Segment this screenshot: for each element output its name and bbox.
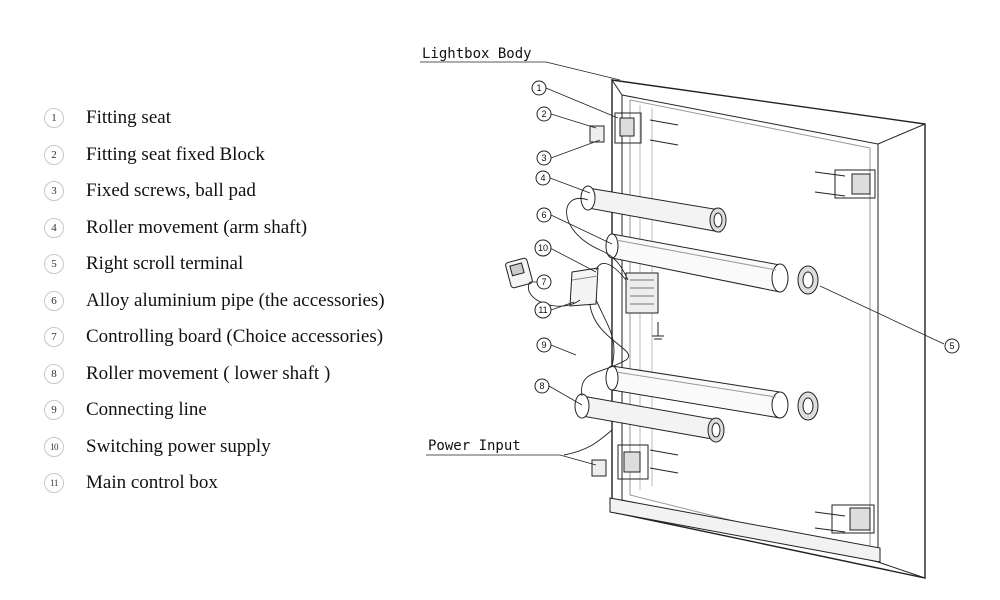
lightbox-body-label: Lightbox Body — [422, 46, 532, 62]
legend-label: Fixed screws, ball pad — [86, 180, 256, 202]
callouts — [531, 80, 960, 394]
legend-item: 10 Switching power supply — [44, 429, 385, 466]
legend-item: 1 Fitting seat — [44, 100, 385, 137]
control-components — [505, 257, 599, 307]
legend-label: Controlling board (Choice accessories) — [86, 326, 384, 348]
legend-item: 7 Controlling board (Choice accessories) — [44, 319, 385, 356]
legend-label: Alloy aluminium pipe (the accessories) — [86, 289, 385, 311]
legend-item: 3 Fixed screws, ball pad — [44, 173, 385, 210]
legend-item: 11 Main control box — [44, 465, 385, 502]
leader-lines — [420, 61, 945, 466]
legend-label: Switching power supply — [86, 435, 271, 457]
legend-number: 1 — [44, 108, 64, 129]
callout-5: 5 — [949, 341, 954, 351]
callout-10: 10 — [538, 243, 548, 253]
legend-label: Fitting seat — [86, 107, 171, 129]
legend-item: 6 Alloy aluminium pipe (the accessories) — [44, 283, 385, 320]
callout-6: 6 — [541, 210, 546, 220]
legend-label: Connecting line — [86, 399, 207, 421]
callout-1: 1 — [536, 83, 541, 93]
lightbox-frame — [609, 78, 926, 579]
legend-item: 9 Connecting line — [44, 392, 385, 429]
callout-4: 4 — [540, 173, 545, 183]
legend-number: 7 — [44, 327, 64, 348]
legend-item: 4 Roller movement (arm shaft) — [44, 210, 385, 247]
legend-label: Fitting seat fixed Block — [86, 143, 265, 165]
legend-label: Roller movement (arm shaft) — [86, 216, 308, 238]
legend-number: 5 — [44, 254, 64, 275]
callout-3: 3 — [541, 153, 546, 163]
callout-2: 2 — [541, 109, 546, 119]
legend-label: Main control box — [86, 472, 218, 494]
legend-label: Roller movement ( lower shaft ) — [86, 362, 331, 384]
fitting-seats — [589, 112, 876, 534]
legend-item: 2 Fitting seat fixed Block — [44, 137, 385, 174]
lower-aluminium-pipe — [605, 365, 819, 421]
callout-11: 11 — [538, 305, 547, 315]
legend-item: 8 Roller movement ( lower shaft ) — [44, 356, 385, 393]
legend-label: Right scroll terminal — [86, 253, 244, 275]
callout-9: 9 — [541, 340, 546, 350]
lower-roller — [574, 393, 725, 443]
legend-number: 10 — [44, 436, 64, 457]
callout-7: 7 — [541, 277, 546, 287]
upper-roller — [580, 185, 727, 233]
power-input-label: Power Input — [428, 438, 521, 454]
legend-number: 3 — [44, 181, 64, 202]
legend-item: 5 Right scroll terminal — [44, 246, 385, 283]
switching-power-supply — [625, 272, 664, 340]
legend-number: 9 — [44, 400, 64, 421]
legend-number: 11 — [44, 473, 64, 494]
legend-number: 2 — [44, 144, 64, 165]
legend-number: 6 — [44, 290, 64, 311]
legend-number: 8 — [44, 363, 64, 384]
legend-number: 4 — [44, 217, 64, 238]
upper-aluminium-pipe — [605, 233, 819, 295]
callout-8: 8 — [539, 381, 544, 391]
